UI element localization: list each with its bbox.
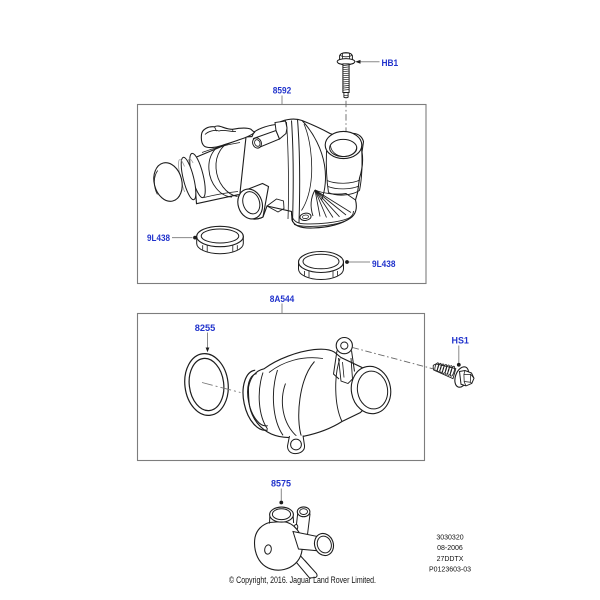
svg-text:8575: 8575	[271, 478, 291, 488]
svg-text:HS1: HS1	[452, 335, 469, 345]
svg-text:© Copyright, 2016. Jaguar Land: © Copyright, 2016. Jaguar Land Rover Lim…	[229, 575, 376, 585]
svg-text:8A544: 8A544	[270, 294, 295, 304]
svg-text:3030320: 3030320	[436, 535, 463, 542]
svg-text:8592: 8592	[273, 86, 292, 96]
svg-text:8255: 8255	[195, 323, 216, 333]
svg-text:9L438: 9L438	[147, 233, 170, 243]
svg-text:08-2006: 08-2006	[437, 545, 463, 552]
svg-text:HB1: HB1	[382, 58, 399, 68]
svg-text:9L438: 9L438	[372, 259, 396, 269]
svg-text:P0123603-03: P0123603-03	[429, 567, 471, 574]
svg-text:27DDTX: 27DDTX	[437, 556, 464, 563]
